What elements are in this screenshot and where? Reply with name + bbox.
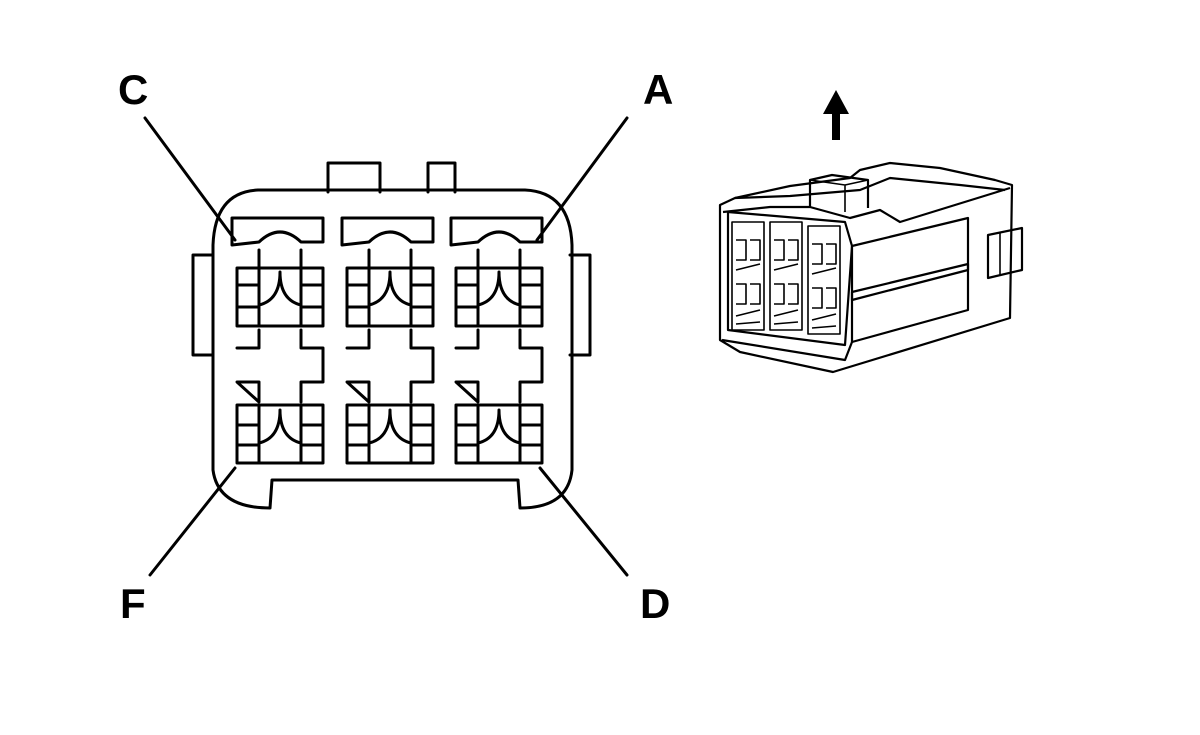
iso-top-latch-edge: [809, 179, 869, 212]
cavity-column-2: [340, 216, 435, 465]
terminal-middle: [345, 328, 435, 404]
top-latch-right: [426, 161, 457, 194]
arrow-up-icon: [823, 90, 849, 140]
iso-front-frame: [726, 210, 854, 347]
iso-front-base: [721, 338, 854, 362]
terminal-upper-detail: [345, 248, 435, 328]
iso-cavity-detail: [735, 239, 761, 325]
terminal-lower: [345, 403, 435, 465]
top-latch-left: [326, 161, 382, 194]
cavity-column-3: [449, 216, 544, 465]
terminal-upper: [454, 266, 544, 328]
terminal-middle: [235, 328, 325, 404]
iso-top-ridge: [734, 176, 1006, 200]
top-slot: [230, 216, 325, 247]
connector-housing: [211, 188, 574, 510]
pin-label-a: A: [643, 66, 673, 113]
terminal-middle: [454, 328, 544, 404]
terminal-lower: [235, 403, 325, 465]
top-slot: [449, 216, 544, 247]
iso-cavity-frame: [769, 221, 803, 331]
cavity-grid: [230, 216, 544, 465]
iso-cavity-detail: [773, 239, 799, 325]
leader-line-c: [143, 116, 237, 242]
terminal-lower: [454, 403, 544, 465]
cavity-column-1: [230, 216, 325, 465]
iso-housing-outline: [718, 161, 1014, 374]
connector-isometric-view: [718, 90, 1024, 374]
pin-label-f: F: [120, 580, 146, 627]
iso-side-panel-lower: [850, 262, 970, 344]
leader-line-a: [535, 116, 629, 242]
terminal-upper-detail: [454, 248, 544, 328]
connector-face-view: C A F D: [118, 66, 673, 627]
side-tab-right: [568, 253, 592, 357]
iso-top-front-edge: [722, 186, 1011, 224]
terminal-upper-detail: [235, 248, 325, 328]
terminal-lower-detail: [454, 403, 544, 465]
top-slot: [340, 216, 435, 247]
iso-cavity-detail: [811, 243, 837, 329]
pin-label-c: C: [118, 66, 148, 113]
terminal-lower-detail: [235, 403, 325, 465]
pin-label-d: D: [640, 580, 670, 627]
iso-top-latch: [808, 173, 870, 208]
iso-cavity-frame: [731, 221, 765, 331]
iso-cavity-column-1: [731, 221, 765, 331]
leader-line-d: [538, 466, 629, 577]
terminal-lower-detail: [345, 403, 435, 465]
side-tab-left: [191, 253, 215, 357]
iso-cavity-frame: [807, 225, 841, 335]
iso-cavity-column-3: [807, 225, 841, 335]
iso-cavity-column-2: [769, 221, 803, 331]
leader-line-f: [148, 466, 237, 577]
iso-cavity-grid: [731, 221, 841, 335]
terminal-upper: [235, 266, 325, 328]
iso-side-tab: [986, 226, 1024, 280]
terminal-upper: [345, 266, 435, 328]
